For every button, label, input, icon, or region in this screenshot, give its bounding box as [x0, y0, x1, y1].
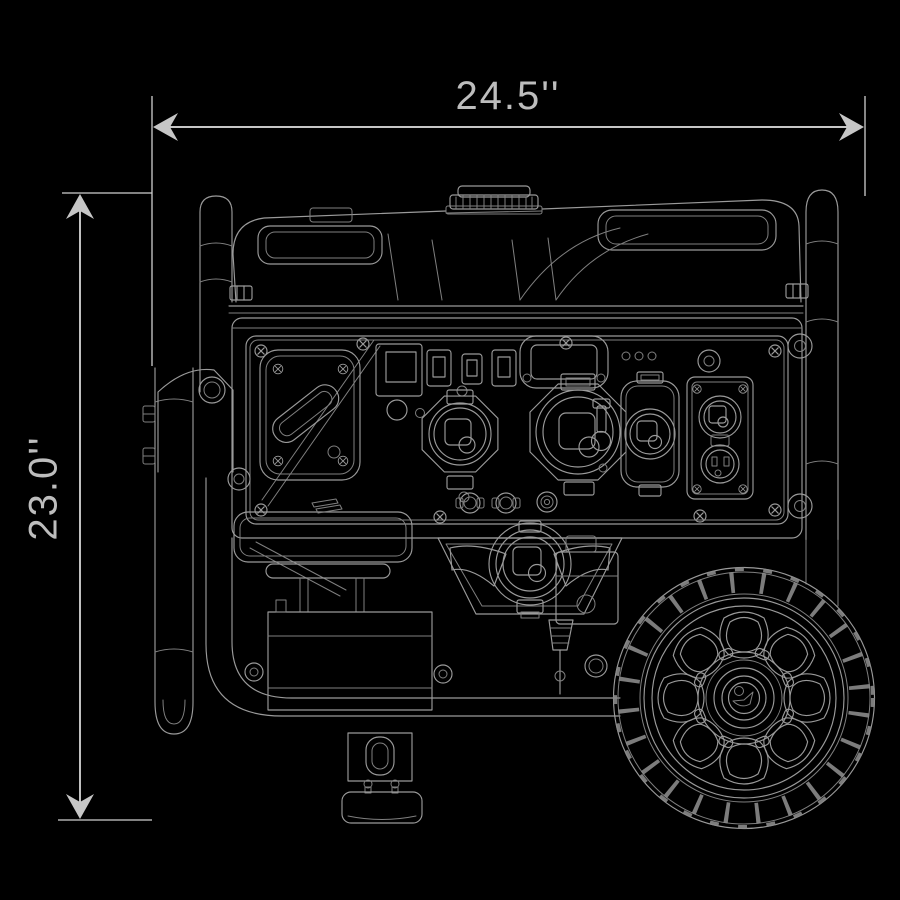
fuel-cap: [445, 185, 543, 215]
indicator-light: [386, 399, 408, 421]
height-dimension-label: 23.0'': [21, 435, 66, 541]
wheel-hub: [697, 651, 791, 745]
folding-handle: [142, 367, 194, 735]
generator-illustration: [142, 185, 876, 830]
support-foot: [341, 732, 423, 824]
lower-front-section: [233, 498, 623, 619]
width-dimension-line: [151, 96, 866, 366]
fuel-tank: [228, 199, 809, 314]
recoil-starter: [259, 349, 361, 481]
engine-block: [244, 563, 453, 711]
duplex-outlet-panel: [686, 376, 754, 500]
main-housing: [227, 317, 813, 597]
frame-tubes: [199, 189, 839, 607]
main-breaker-switch: [375, 343, 423, 397]
ignition-key: [590, 398, 612, 473]
reset-button: [697, 349, 721, 373]
arrowhead-up: [66, 194, 94, 219]
arrowhead-down: [66, 794, 94, 819]
rocker-switches: [426, 349, 517, 387]
control-panel: [375, 335, 754, 514]
arrowhead-right: [839, 113, 864, 141]
outlet-120v-twistlock: [421, 385, 499, 503]
meter-display: [519, 335, 609, 389]
wheel: [612, 566, 876, 830]
outlet-covered-twistlock: [620, 371, 680, 497]
carburetor-assembly: [548, 535, 619, 695]
outlet-50a-twistlock: [488, 520, 572, 619]
height-dimension-line: [58, 192, 152, 821]
width-dimension-label: 24.5'': [455, 74, 561, 118]
outlet-240v-twistlock: [529, 373, 627, 496]
arrowhead-left: [153, 113, 178, 141]
brand-logo-icon: [727, 681, 761, 715]
wheel-spokes: [657, 611, 831, 785]
base-frame: [205, 477, 621, 717]
vent-panel: [233, 498, 413, 563]
parallel-ports: [455, 491, 558, 514]
status-dots: [621, 351, 657, 361]
handle-pivot-bracket: [157, 368, 234, 473]
recoil-handle-grip: [272, 384, 340, 443]
